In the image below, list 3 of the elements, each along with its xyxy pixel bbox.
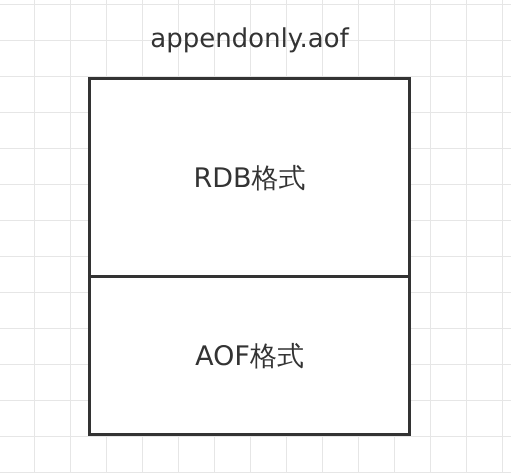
section-label: AOF格式 bbox=[195, 340, 304, 374]
file-name: appendonly.aof bbox=[150, 24, 349, 54]
section-label: RDB格式 bbox=[193, 162, 306, 196]
